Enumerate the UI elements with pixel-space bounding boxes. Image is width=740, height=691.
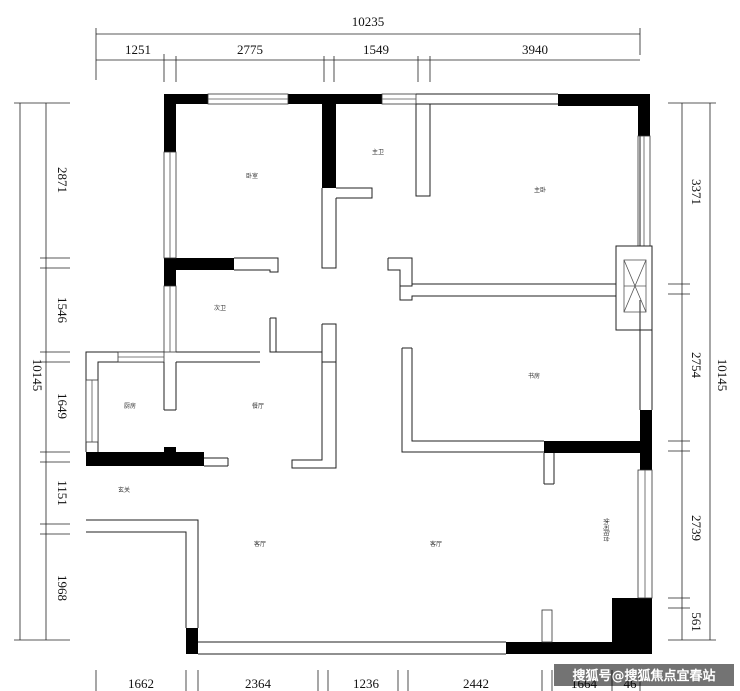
label-kitchen: 厨房 xyxy=(124,402,136,410)
dim-right-total: 10145 xyxy=(715,359,730,392)
dim-bottom-3: 1236 xyxy=(353,676,380,691)
dim-right-2: 2754 xyxy=(689,352,704,379)
dim-top-2: 2775 xyxy=(237,42,263,57)
dim-top-3: 1549 xyxy=(363,42,389,57)
dim-left-4: 1151 xyxy=(55,480,70,506)
watermark: 搜狐号@搜狐焦点宜春站 xyxy=(554,664,734,686)
dim-right-1: 3371 xyxy=(689,179,704,205)
label-bathroom-main: 主卫 xyxy=(372,148,384,156)
outer-walls xyxy=(85,93,653,655)
dim-top-4: 3940 xyxy=(522,42,548,57)
structural-walls xyxy=(86,94,652,654)
label-entrance: 玄关 xyxy=(118,486,130,494)
label-master-bedroom: 主卧 xyxy=(534,186,546,194)
dim-bottom-2: 2364 xyxy=(245,676,272,691)
room-labels: 卧室 主卫 主卧 次卫 书房 厨房 餐厅 玄关 客厅 客厅 休闲阳台 xyxy=(118,148,610,548)
label-bedroom-nw: 卧室 xyxy=(246,172,258,180)
dim-left-3: 1649 xyxy=(55,393,70,419)
left-dimensions: 10145 2871 1546 1649 1151 1968 xyxy=(14,102,70,641)
dim-right-3: 2739 xyxy=(689,515,704,541)
right-dimensions: 10145 3371 2754 2739 561 xyxy=(668,102,730,641)
watermark-text: 搜狐号@搜狐焦点宜春站 xyxy=(572,668,715,684)
dim-left-total: 10145 xyxy=(30,359,45,392)
dim-top-1: 1251 xyxy=(125,42,151,57)
dim-bottom-1: 1662 xyxy=(128,676,154,691)
label-balcony: 休闲阳台 xyxy=(602,518,610,542)
label-living-2: 客厅 xyxy=(430,540,442,548)
dim-right-4: 561 xyxy=(689,612,704,632)
dim-left-5: 1968 xyxy=(55,575,70,601)
dim-left-2: 1546 xyxy=(55,297,70,324)
interior-walls xyxy=(176,104,653,469)
label-dining: 餐厅 xyxy=(252,402,264,410)
top-dimensions: 10235 1251 2775 1549 3940 xyxy=(95,14,641,82)
label-living: 客厅 xyxy=(254,540,266,548)
label-bedroom-e: 书房 xyxy=(528,372,540,380)
dim-bottom-4: 2442 xyxy=(463,676,489,691)
label-bathroom-small: 次卫 xyxy=(214,304,226,312)
dim-left-1: 2871 xyxy=(55,167,70,193)
dim-top-total: 10235 xyxy=(352,14,385,29)
